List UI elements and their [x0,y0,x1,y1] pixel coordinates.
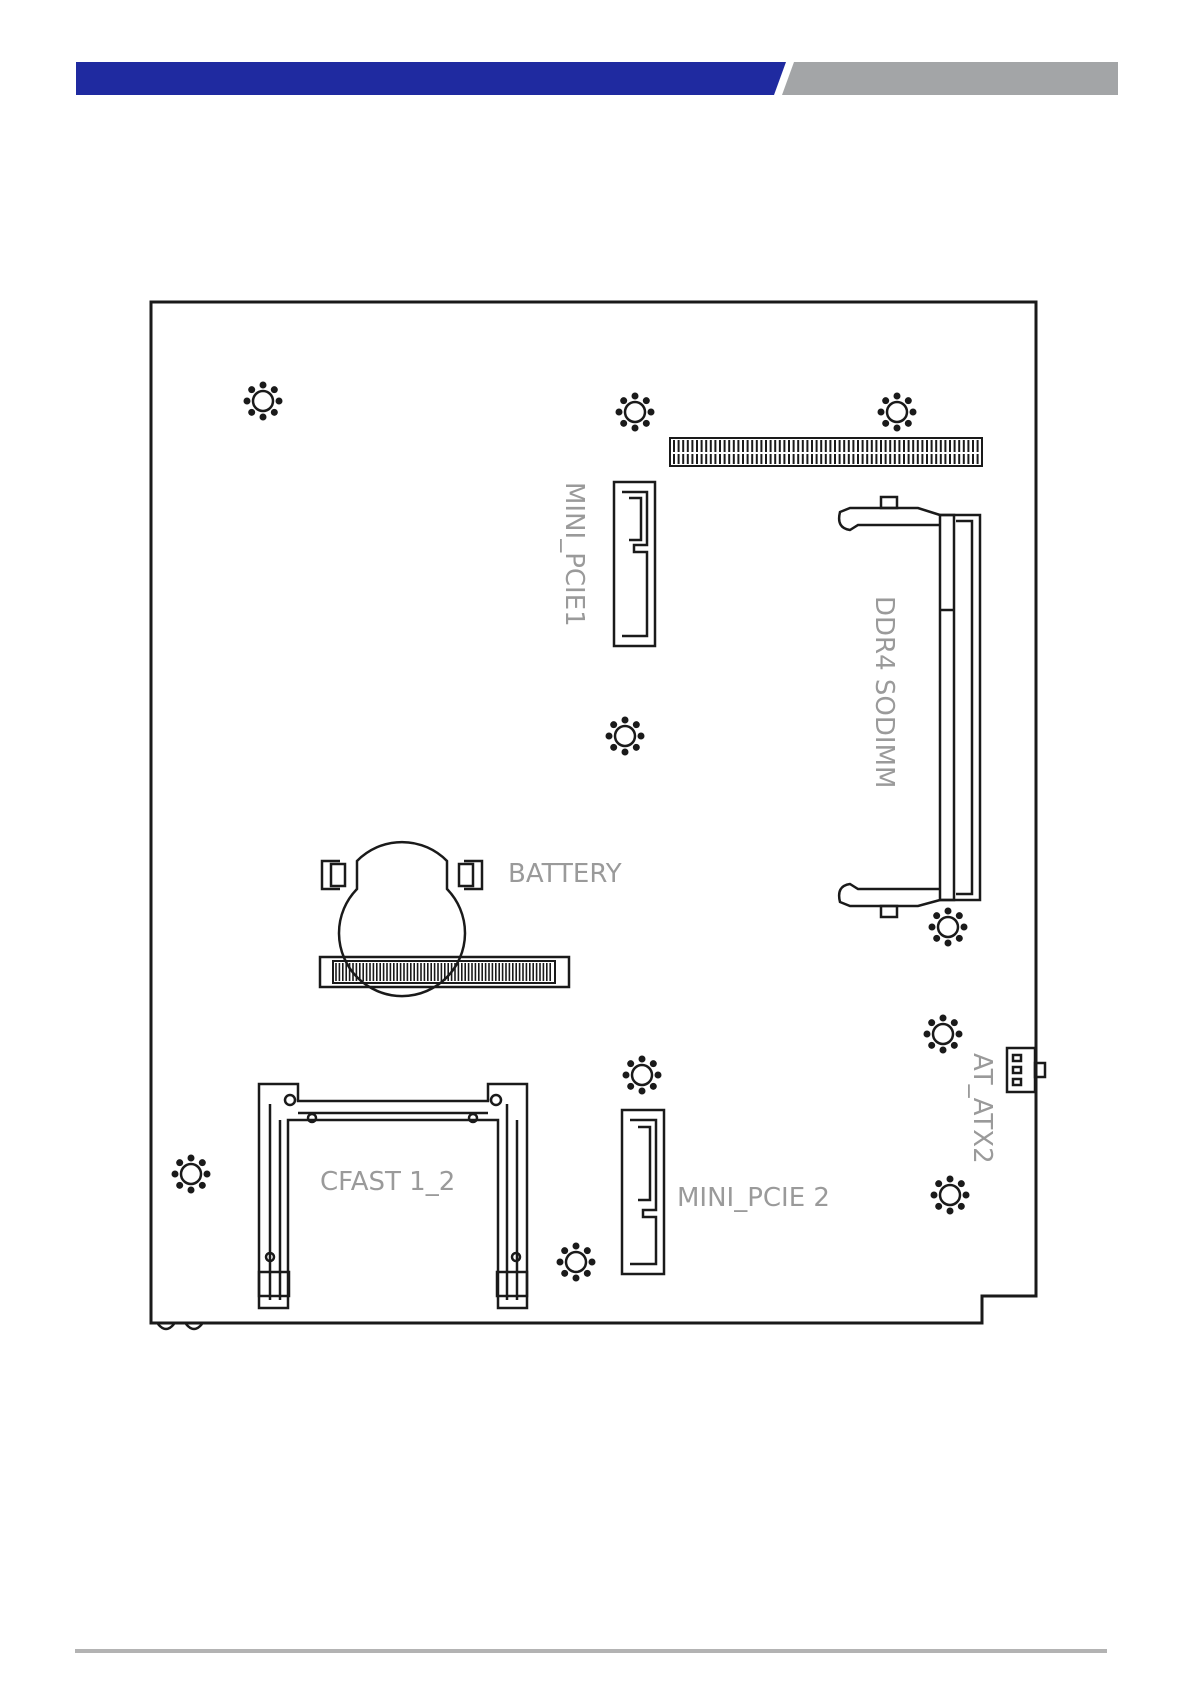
mounting-hole [931,1176,970,1215]
mounting-hole [878,393,917,432]
mounting-hole [606,717,645,756]
mounting-hole [244,382,283,421]
label-mini-pcie1: MINI_PCIE1 [559,482,589,627]
label-at-atx2: AT_ATX2 [967,1053,997,1164]
mounting-hole [929,908,968,947]
ddr4-sodimm-socket [839,497,980,917]
board-to-board-connector [320,957,569,987]
mounting-hole [557,1243,596,1282]
ddr4-pin-header [670,438,982,466]
label-cfast: CFAST 1_2 [320,1167,455,1197]
mounting-hole [924,1015,963,1054]
bottom-left-pads [158,1324,202,1329]
label-battery: BATTERY [508,859,622,889]
mounting-hole [623,1056,662,1095]
mounting-hole [172,1155,211,1194]
label-ddr4-sodimm: DDR4 SODIMM [869,596,899,788]
mounting-hole [616,393,655,432]
mini-pcie1-connector [614,482,655,646]
at-atx2-header [1007,1048,1045,1092]
mini-pcie2-connector [622,1110,664,1274]
footer-rule [75,1649,1107,1653]
label-mini-pcie2: MINI_PCIE 2 [677,1183,830,1213]
